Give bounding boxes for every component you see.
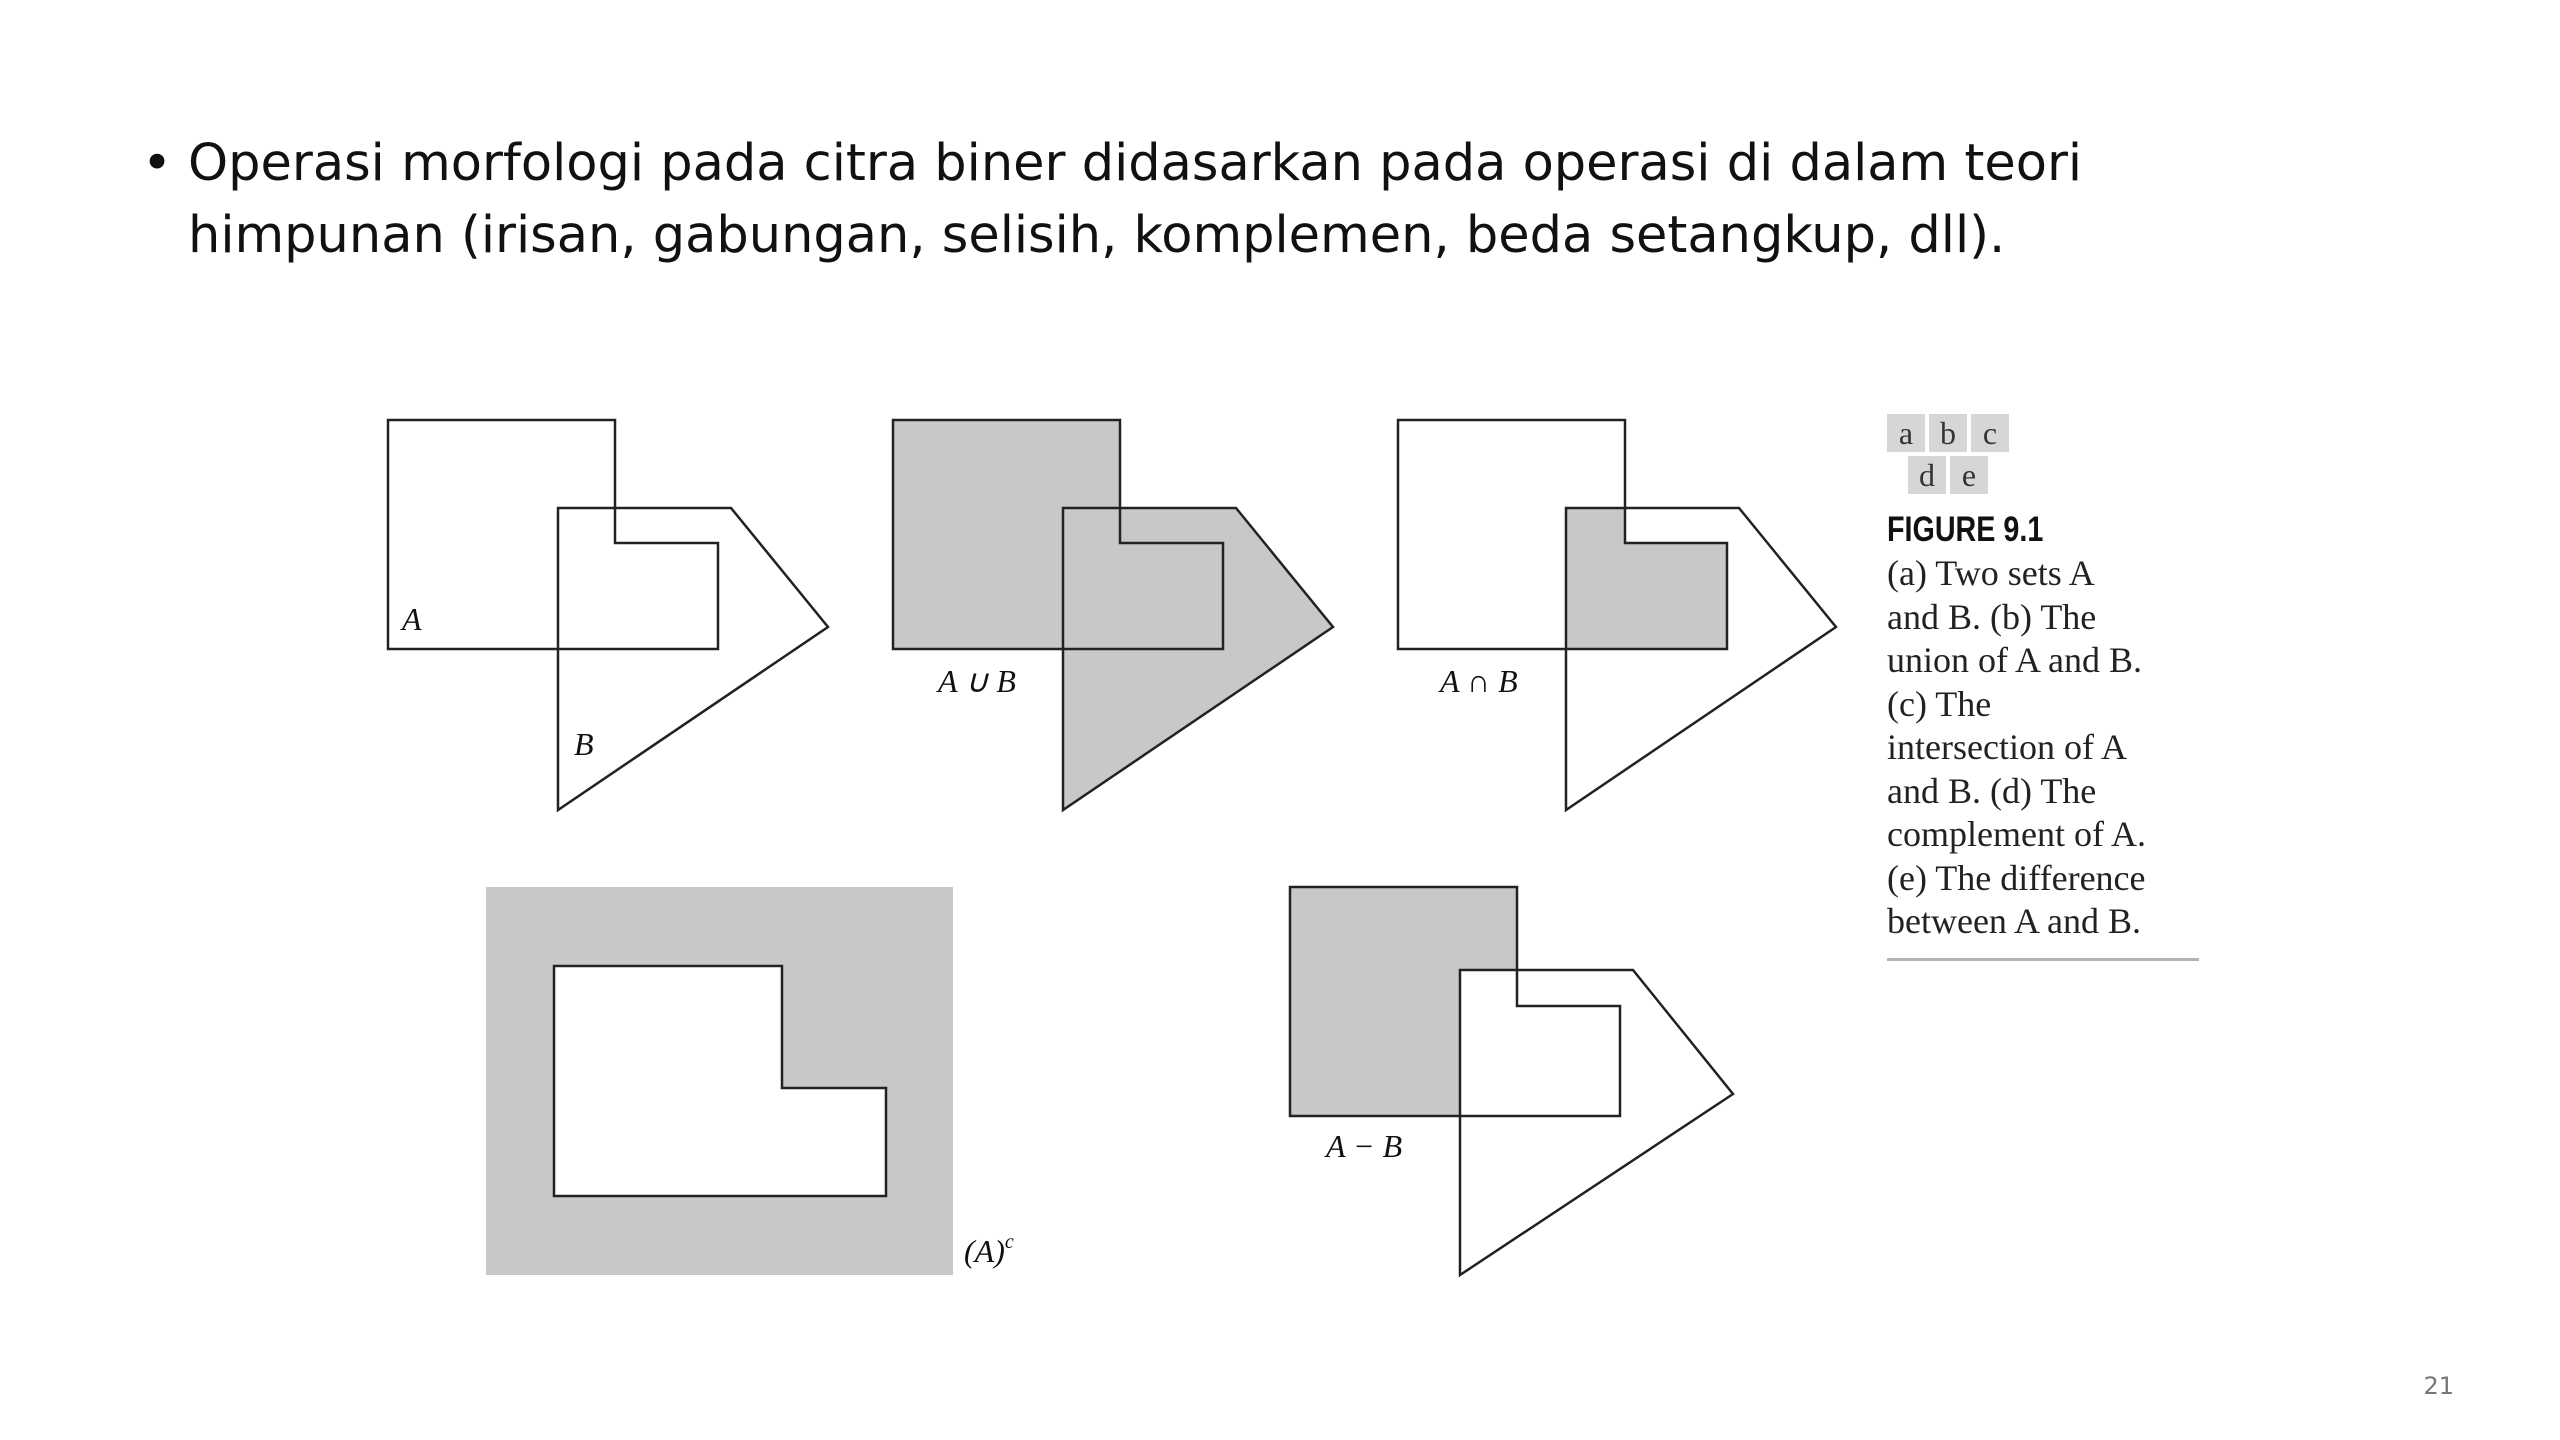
panel-d-complement: (A)c — [486, 887, 1014, 1275]
set-a-shape — [386, 418, 720, 651]
difference-shaded-region — [1290, 887, 1517, 1116]
panel-c-intersection: A ∩ B — [1396, 418, 1838, 813]
label-difference: A − B — [1324, 1128, 1402, 1164]
intersection-set-b-outline — [1564, 506, 1838, 813]
intersection-set-a-outline — [1396, 418, 1729, 651]
panel-tile-b: b — [1929, 414, 1967, 452]
complement-set-a-outline — [552, 964, 888, 1198]
panel-b-union: A ∪ B — [891, 418, 1335, 813]
panel-index-tiles: a b c d e — [1887, 410, 2207, 496]
figure-caption-block: a b c d e FIGURE 9.1 (a) Two sets A and … — [1887, 410, 2207, 961]
label-complement-superscript: c — [1005, 1231, 1014, 1253]
intersection-shaded-region — [1566, 508, 1727, 649]
label-complement: (A)c — [964, 1231, 1014, 1269]
panel-tile-e: e — [1950, 456, 1988, 494]
panel-e-difference: A − B — [1288, 885, 1735, 1278]
label-set-a: A — [400, 601, 422, 637]
figure-caption: (a) Two sets A and B. (b) The union of A… — [1887, 553, 2146, 941]
difference-set-a-outline — [1288, 885, 1622, 1118]
page-number: 21 — [2423, 1372, 2454, 1400]
bullet-marker: • — [142, 134, 173, 193]
panel-tile-d: d — [1908, 456, 1946, 494]
panel-a-two-sets: A B — [386, 418, 830, 813]
bullet-text: Operasi morfologi pada citra biner didas… — [188, 134, 2083, 265]
union-shaded-region — [893, 420, 1333, 810]
bullet-point: • Operasi morfologi pada citra biner did… — [142, 128, 2288, 272]
panel-tile-a: a — [1887, 414, 1925, 452]
union-set-a-outline — [891, 418, 1225, 651]
caption-divider — [1887, 957, 2199, 961]
difference-set-b-outline — [1458, 968, 1735, 1278]
set-b-shape — [556, 506, 830, 813]
label-complement-base: (A) — [964, 1233, 1005, 1269]
label-union: A ∪ B — [936, 663, 1016, 699]
label-set-b: B — [574, 726, 594, 762]
figure-title: FIGURE 9.1 — [1887, 510, 2044, 549]
union-set-b-outline — [1061, 506, 1335, 813]
panel-tile-c: c — [1971, 414, 2009, 452]
label-intersection: A ∩ B — [1438, 663, 1518, 699]
